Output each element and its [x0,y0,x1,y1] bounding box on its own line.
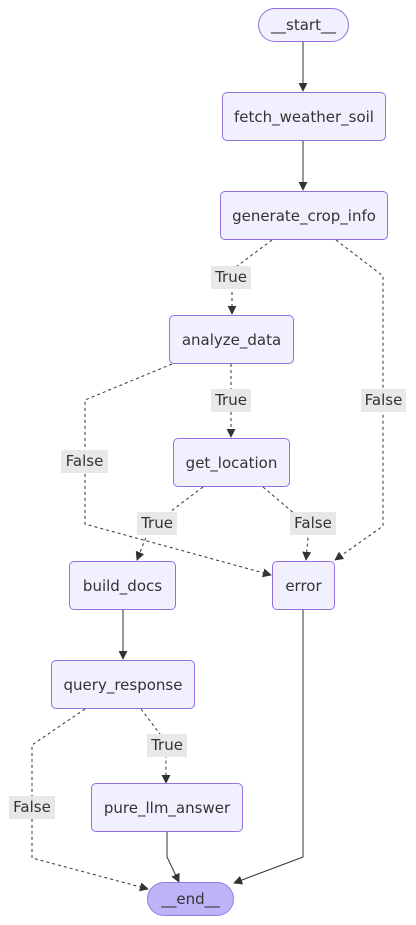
node-get-location: get_location [173,438,290,487]
node-start: __start__ [258,8,349,42]
edge-label-getloc-error: False [290,512,336,535]
edge-error-end [233,610,304,885]
node-generate-crop-info: generate_crop_info [220,191,388,240]
edge-label-generate-error: False [361,389,406,412]
edge-label-getloc-build: True [137,512,177,535]
edge-label-analyze-getloc: True [211,389,251,412]
node-error: error [272,561,335,610]
edge-label-query-end: False [9,796,55,819]
edge-generate-error [334,239,384,561]
edge-label-analyze-error: False [61,450,108,473]
edge-query-llm [140,708,171,784]
edge-llm-end [166,832,180,883]
edge-label-generate-analyze: True [211,266,251,289]
node-analyze-data: analyze_data [169,315,294,364]
node-pure-llm-answer: pure_llm_answer [91,783,243,832]
node-end: __end__ [147,882,234,916]
edge-label-query-llm: True [147,734,187,757]
node-fetch-weather-soil: fetch_weather_soil [222,92,386,141]
node-query-response: query_response [51,660,195,709]
node-build-docs: build_docs [69,561,176,610]
